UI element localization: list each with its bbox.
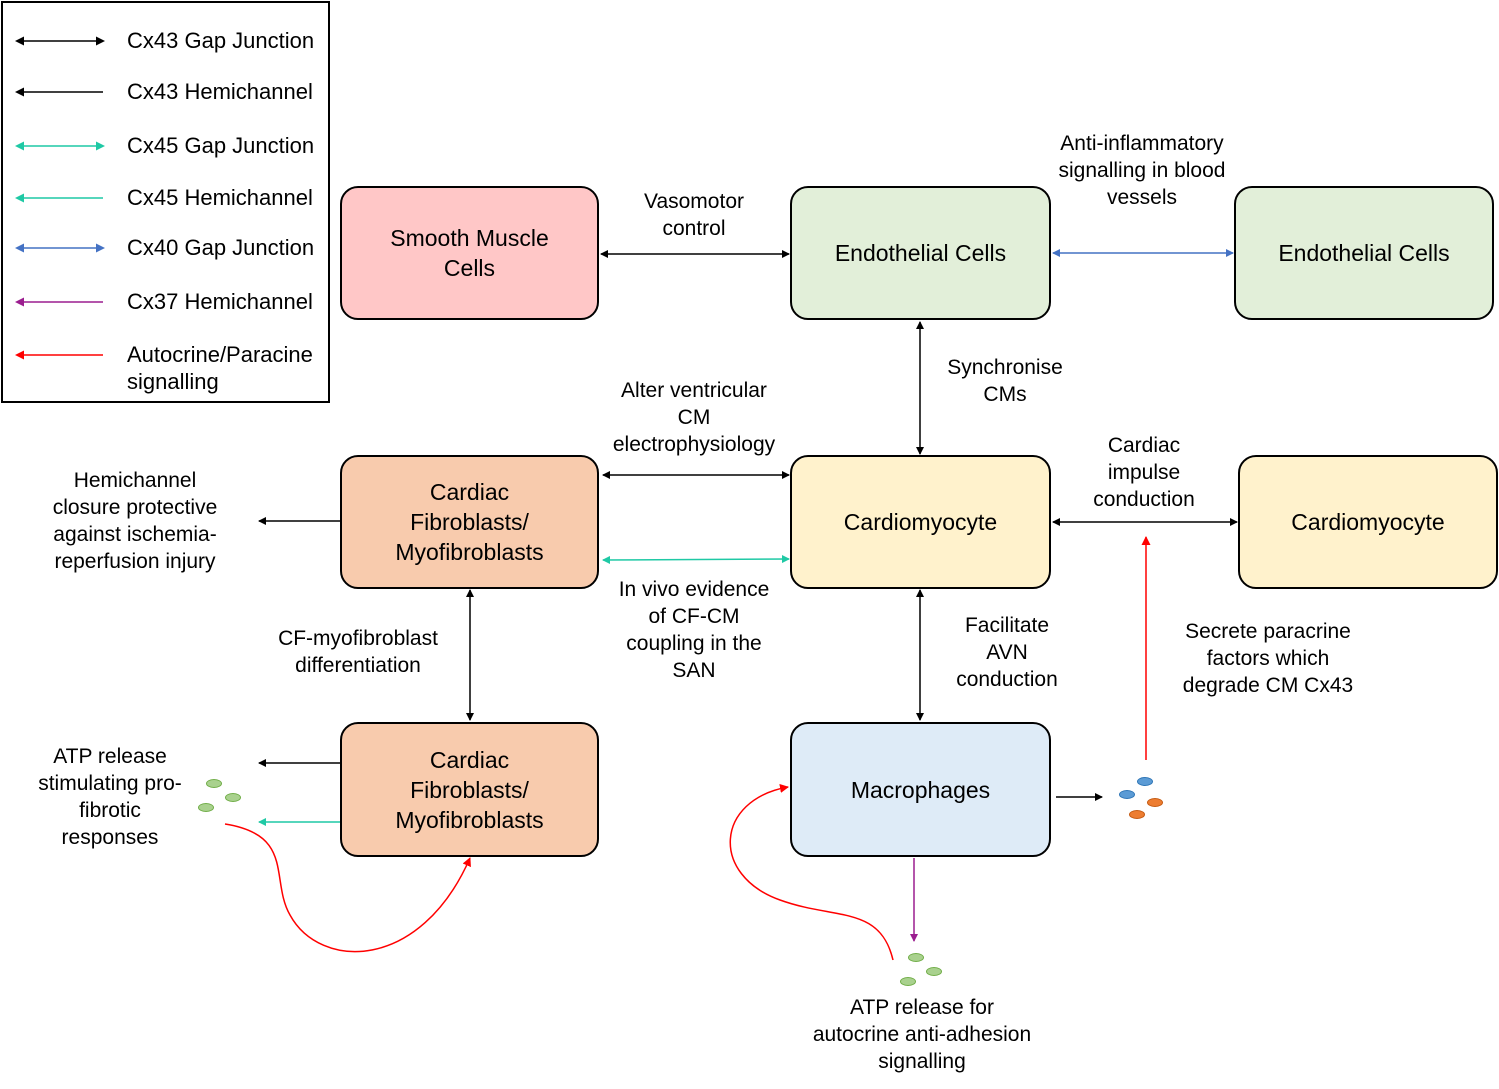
- label-atp-profibrotic: ATP release stimulating pro- fibrotic re…: [38, 745, 182, 849]
- node-cardiomyocyte: Cardiomyocyte: [790, 455, 1051, 589]
- legend-label: Autocrine/Paracine signalling: [127, 342, 313, 394]
- node-endothelial-cells-2: Endothelial Cells: [1234, 186, 1494, 320]
- legend-label: Cx43 Hemichannel: [127, 79, 313, 104]
- legend-swatch: [15, 243, 105, 253]
- legend: Cx43 Gap Junction Cx43 Hemichannel Cx45 …: [1, 1, 330, 403]
- node-cardiac-fibroblasts: Cardiac Fibroblasts/ Myofibroblasts: [340, 455, 599, 589]
- legend-swatch: [15, 141, 105, 151]
- label-atp-autocrine: ATP release for autocrine anti-adhesion …: [812, 996, 1032, 1073]
- atp-dot: [900, 977, 916, 986]
- connector-fibroblast-cardiomyocyte-cx45: [602, 555, 790, 564]
- node-macrophages: Macrophages: [790, 722, 1051, 857]
- legend-label: Cx43 Gap Junction: [127, 28, 315, 53]
- label-synchronise-cms: Synchronise CMs: [947, 356, 1063, 406]
- label-hemichannel-closure: Hemichannel closure protective against i…: [52, 469, 218, 573]
- legend-swatch: [15, 36, 105, 46]
- atp-dot: [225, 793, 241, 802]
- node-endothelial-cells: Endothelial Cells: [790, 186, 1051, 320]
- paracrine-factor-dot: [1119, 790, 1135, 799]
- label-cf-myofibroblast: CF-myofibroblast differentiation: [278, 627, 438, 677]
- legend-swatch: [15, 87, 103, 97]
- label-cardiac-impulse: Cardiac impulse conduction: [1093, 434, 1195, 511]
- legend-swatch: [15, 297, 103, 307]
- node-cardiomyocyte-2: Cardiomyocyte: [1238, 455, 1498, 589]
- legend-label: Cx45 Gap Junction: [127, 133, 315, 158]
- legend-swatch: [15, 193, 103, 203]
- legend-swatch: [15, 350, 103, 360]
- label-in-vivo-evidence: In vivo evidence of CF-CM coupling in th…: [618, 578, 770, 682]
- node-smooth-muscle-cells: Smooth Muscle Cells: [340, 186, 599, 320]
- connector-atp-macrophages-autocrine: [729, 783, 894, 961]
- connector-atp-fibroblast-paracrine: [224, 823, 471, 953]
- legend-label: Cx45 Hemichannel: [127, 185, 313, 210]
- label-facilitate-avn: Facilitate AVN conduction: [956, 614, 1058, 691]
- legend-label: Cx37 Hemichannel: [127, 289, 313, 314]
- atp-dot: [206, 779, 222, 788]
- label-vasomotor-control: Vasomotor control: [644, 190, 744, 240]
- label-alter-ventricular: Alter ventricular CM electrophysiology: [612, 379, 776, 456]
- legend-label: Cx40 Gap Junction: [127, 235, 315, 260]
- paracrine-factor-dot: [1137, 777, 1153, 786]
- paracrine-factor-dot: [1129, 810, 1145, 819]
- label-anti-inflammatory: Anti-inflammatory signalling in blood ve…: [1058, 132, 1226, 209]
- atp-dot: [198, 803, 214, 812]
- node-cardiac-fibroblasts-2: Cardiac Fibroblasts/ Myofibroblasts: [340, 722, 599, 857]
- paracrine-factor-dot: [1147, 798, 1163, 807]
- atp-dot: [926, 967, 942, 976]
- atp-dot: [908, 953, 924, 962]
- label-secrete-paracrine: Secrete paracrine factors which degrade …: [1182, 620, 1354, 697]
